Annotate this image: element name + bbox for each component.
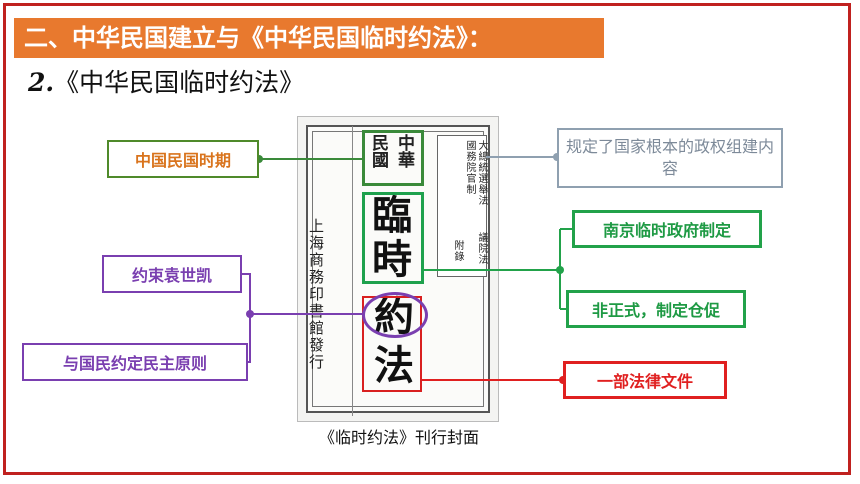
label-legal-document: 一部法律文件 [563, 361, 727, 399]
cover-contents-3: 議院法 [476, 232, 487, 265]
cover-publisher: 上海商務印書館發行 [307, 218, 325, 371]
slide-frame [3, 3, 851, 475]
label-define: 规定了国家根本的政权组建内容 [557, 128, 783, 188]
cover-char-lin: 臨 [372, 192, 412, 239]
label-nanjing: 南京临时政府制定 [572, 210, 762, 248]
cover-top-left: 民國 [368, 134, 388, 168]
label-period: 中国民国时期 [107, 140, 259, 178]
cover-contents-2: 國務院官制 [464, 140, 475, 195]
cover-contents-1: 大總統選舉法 [476, 140, 487, 206]
cover-char-shi: 時 [372, 236, 412, 283]
subtitle-text: 《中华民国临时约法》 [54, 68, 305, 97]
slide-title: 二、中华民国建立与《中华民国临时约法》： [14, 18, 604, 58]
label-informal: 非正式，制定仓促 [566, 290, 746, 328]
cover-contents-box [437, 135, 487, 277]
subtitle-number: 2. [28, 68, 55, 97]
highlight-linshi [362, 192, 424, 284]
label-democracy: 与国民约定民主原则 [22, 343, 248, 381]
highlight-yue [362, 292, 428, 338]
cover-caption: 《临时约法》刊行封面 [318, 428, 479, 447]
highlight-zhonghua-minguo [362, 130, 424, 186]
section-subtitle: 2.《中华民国临时约法》 [28, 66, 304, 100]
label-restrain-yuan: 约束袁世凯 [102, 255, 242, 293]
cover-contents-4: 附錄 [452, 240, 463, 262]
cover-char-fa: 法 [374, 342, 414, 389]
cover-top-right: 中華 [394, 134, 414, 168]
cover-divider [352, 126, 353, 416]
